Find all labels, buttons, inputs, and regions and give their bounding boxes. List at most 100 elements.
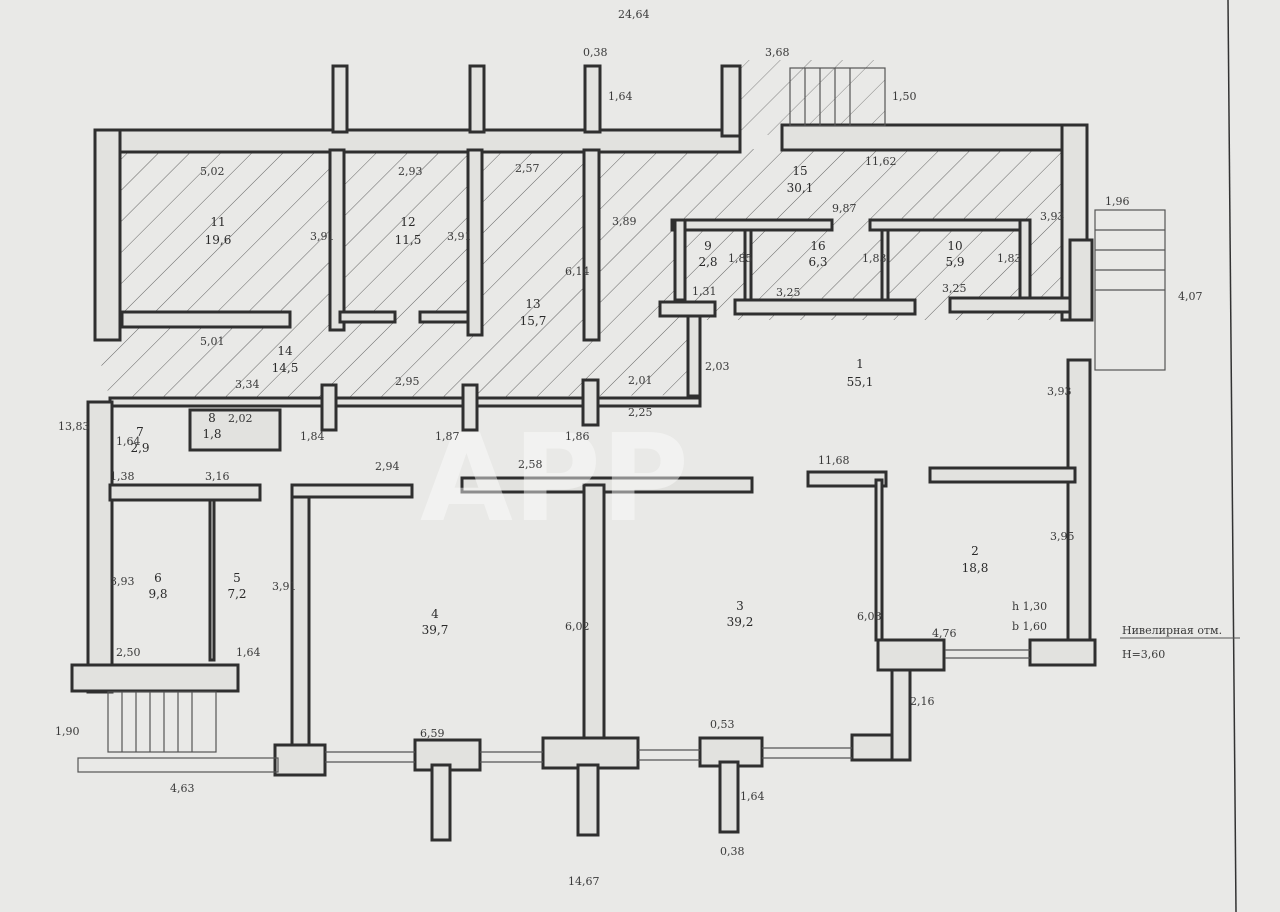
level-marker: Нивелирная отм. H=3,60	[1120, 624, 1240, 661]
svg-text:b 1,60: b 1,60	[1012, 620, 1047, 633]
stairs	[77, 67, 1166, 773]
svg-text:1,90: 1,90	[55, 725, 80, 738]
room-16: 166,3	[808, 239, 827, 269]
svg-text:1,85: 1,85	[728, 252, 753, 265]
svg-text:4: 4	[431, 607, 439, 621]
svg-text:3,93: 3,93	[1040, 210, 1065, 223]
svg-text:7,2: 7,2	[227, 587, 246, 601]
room-13: 13 15,7	[520, 297, 547, 328]
svg-text:6,08: 6,08	[857, 610, 882, 623]
svg-text:1,38: 1,38	[110, 470, 135, 483]
svg-text:2,25: 2,25	[628, 406, 653, 419]
svg-text:6,3: 6,3	[808, 255, 827, 269]
svg-text:1,84: 1,84	[300, 430, 325, 443]
svg-text:3,68: 3,68	[765, 46, 790, 59]
svg-text:2,93: 2,93	[398, 165, 423, 178]
svg-text:5,02: 5,02	[200, 165, 225, 178]
svg-text:1,96: 1,96	[1105, 195, 1130, 208]
svg-text:5,01: 5,01	[200, 335, 225, 348]
svg-text:2,9: 2,9	[130, 441, 149, 455]
svg-text:1,83: 1,83	[862, 252, 887, 265]
room-5: 57,2	[227, 571, 246, 601]
svg-text:12: 12	[400, 215, 415, 229]
room-6: 69,8	[148, 571, 167, 601]
svg-text:4,63: 4,63	[170, 782, 195, 795]
svg-text:2,16: 2,16	[910, 695, 935, 708]
svg-text:7: 7	[136, 425, 144, 439]
svg-text:6,02: 6,02	[565, 620, 590, 633]
svg-text:0,38: 0,38	[583, 46, 608, 59]
svg-text:39,7: 39,7	[422, 623, 449, 637]
dimension-labels: 24,64 14,67 0,38 1,64 3,68 1,50 11,62 9,…	[55, 8, 1203, 888]
svg-text:1,8: 1,8	[202, 427, 221, 441]
svg-text:9: 9	[704, 239, 712, 253]
svg-text:9,87: 9,87	[832, 202, 857, 215]
svg-text:18,8: 18,8	[962, 561, 989, 575]
svg-text:3,91: 3,91	[272, 580, 297, 593]
svg-text:19,6: 19,6	[205, 233, 232, 247]
svg-text:39,2: 39,2	[727, 615, 754, 629]
svg-text:5,9: 5,9	[945, 255, 964, 269]
svg-text:3,91: 3,91	[310, 230, 335, 243]
svg-text:1,64: 1,64	[236, 646, 261, 659]
svg-text:11,5: 11,5	[395, 233, 422, 247]
svg-text:1,83: 1,83	[997, 252, 1022, 265]
svg-text:6,14: 6,14	[565, 265, 590, 278]
svg-text:3,93: 3,93	[110, 575, 135, 588]
svg-text:2,03: 2,03	[705, 360, 730, 373]
svg-text:3: 3	[736, 599, 744, 613]
svg-text:3,25: 3,25	[942, 282, 967, 295]
room-1: 155,1	[847, 357, 874, 389]
room-labels: 155,1 218,8 339,2 439,7 57,2 69,8 72,9 8…	[130, 164, 988, 637]
room-10: 105,9	[945, 239, 964, 269]
svg-text:h 1,30: h 1,30	[1012, 600, 1047, 613]
svg-text:24,64: 24,64	[618, 8, 650, 21]
svg-text:1,64: 1,64	[608, 90, 633, 103]
svg-text:2: 2	[971, 544, 979, 558]
room-3: 339,2	[727, 599, 754, 629]
svg-text:14,5: 14,5	[272, 361, 299, 375]
svg-text:Нивелирная отм.: Нивелирная отм.	[1122, 624, 1222, 637]
svg-text:1: 1	[856, 357, 864, 371]
svg-text:3,16: 3,16	[205, 470, 230, 483]
watermark: APP	[420, 410, 689, 549]
room-7: 72,9	[130, 425, 149, 455]
svg-text:11,62: 11,62	[865, 155, 897, 168]
svg-text:2,50: 2,50	[116, 646, 141, 659]
svg-text:13,83: 13,83	[58, 420, 90, 433]
svg-text:H=3,60: H=3,60	[1122, 648, 1165, 661]
svg-text:14: 14	[277, 344, 293, 358]
svg-text:3,25: 3,25	[776, 286, 801, 299]
svg-text:55,1: 55,1	[847, 375, 874, 389]
room-2: 218,8	[962, 544, 989, 575]
svg-text:6: 6	[154, 571, 162, 585]
svg-text:1,64: 1,64	[116, 435, 141, 448]
svg-text:1,64: 1,64	[740, 790, 765, 803]
paper-edge	[1227, 0, 1237, 912]
svg-text:2,8: 2,8	[698, 255, 717, 269]
svg-text:11,68: 11,68	[818, 454, 850, 467]
svg-text:3,91: 3,91	[447, 230, 472, 243]
svg-text:3,89: 3,89	[612, 215, 637, 228]
svg-text:6,59: 6,59	[420, 727, 445, 740]
svg-text:2,02: 2,02	[228, 412, 253, 425]
svg-text:9,8: 9,8	[148, 587, 167, 601]
svg-text:1,87: 1,87	[435, 430, 460, 443]
svg-text:13: 13	[525, 297, 540, 311]
svg-text:3,95: 3,95	[1050, 530, 1075, 543]
svg-text:2,01: 2,01	[628, 374, 653, 387]
svg-text:2,94: 2,94	[375, 460, 400, 473]
svg-text:2,57: 2,57	[515, 162, 540, 175]
room-9: 92,8	[698, 239, 717, 269]
svg-text:8: 8	[208, 411, 216, 425]
svg-text:10: 10	[947, 239, 962, 253]
svg-text:14,67: 14,67	[568, 875, 600, 888]
svg-text:1,31: 1,31	[692, 285, 717, 298]
svg-text:15,7: 15,7	[520, 314, 547, 328]
walls	[70, 64, 1097, 842]
svg-text:4,76: 4,76	[932, 627, 957, 640]
svg-text:0,53: 0,53	[710, 718, 735, 731]
svg-text:2,95: 2,95	[395, 375, 420, 388]
